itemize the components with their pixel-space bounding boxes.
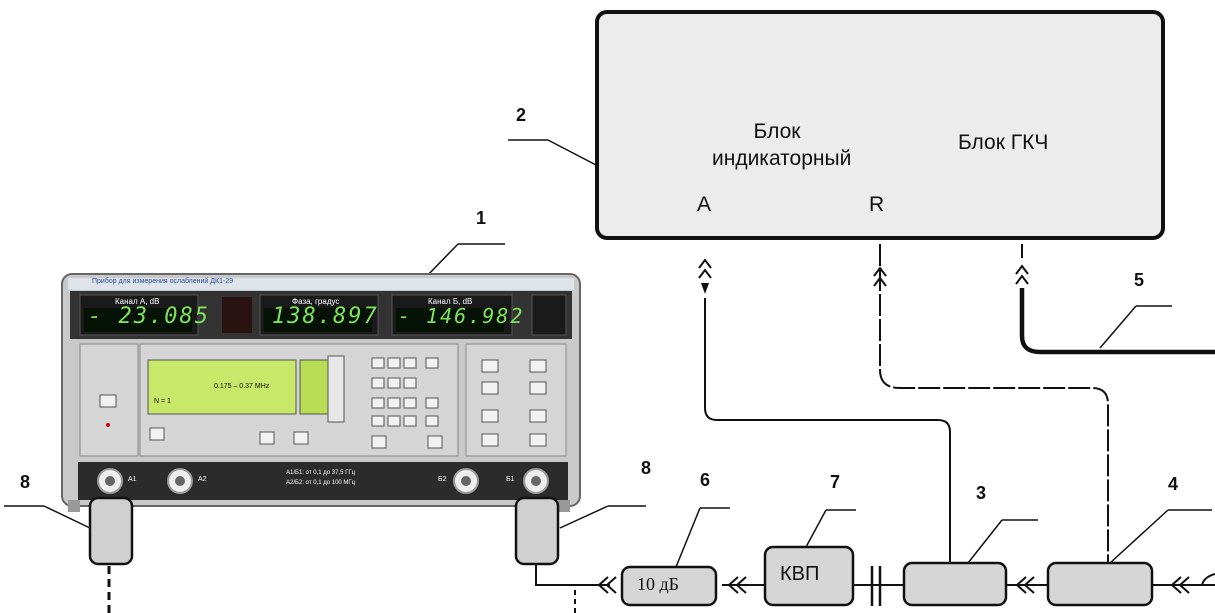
channel-b-value: - 146.982	[398, 304, 525, 328]
adapter-left	[88, 496, 134, 566]
freq-line2: А2/Б2: от 0,1 до 100 МГц	[286, 480, 356, 486]
range-text: 0.175 – 0.37 MHz	[214, 383, 270, 390]
main-block	[595, 10, 1165, 240]
kvp-block	[763, 545, 855, 607]
callout-4: 4	[1168, 474, 1179, 494]
callout-6: 6	[700, 470, 711, 490]
instrument-title: Прибор для измерения ослаблений ДК1-29	[92, 278, 234, 285]
phase-label: Фаза, градус	[292, 297, 340, 306]
instrument-dk1-29	[61, 273, 581, 512]
phase-value: 138.897	[272, 304, 379, 329]
indicator-label-line2: индикаторный	[712, 147, 852, 170]
adapter-right	[514, 496, 560, 566]
attenuator-label: 10 дБ	[637, 574, 679, 594]
callout-8-right: 8	[641, 458, 652, 478]
kvp-label: КВП	[780, 563, 820, 585]
callout-8-left: 8	[20, 472, 31, 492]
freq-line1: А1/Б1: от 0,1 до 37,5 ГГц	[286, 470, 356, 476]
channel-a-value: - 23.085	[88, 304, 210, 329]
port-b2-label: Б2	[438, 476, 447, 483]
coupler-4	[1046, 561, 1154, 607]
port-a2-label: А2	[198, 476, 207, 483]
port-a-label: А	[697, 193, 712, 216]
coupler-3	[902, 561, 1008, 607]
attenuator-10db	[620, 565, 718, 607]
n-text: N = 1	[154, 398, 171, 405]
gkch-block-label: Блок ГКЧ	[958, 131, 1049, 154]
channel-b-label: Канал Б, dB	[428, 297, 473, 306]
port-r-label: R	[869, 193, 885, 216]
indicator-label-line1: Блок	[753, 120, 801, 143]
port-b1-label: Б1	[506, 476, 515, 483]
port-a1-label: А1	[128, 476, 137, 483]
callout-1: 1	[476, 208, 487, 228]
channel-a-label: Канал А, dB	[115, 297, 160, 306]
callout-5: 5	[1134, 270, 1145, 290]
indicator-block-label: Блок индикаторный	[712, 118, 852, 172]
callout-3: 3	[976, 483, 987, 503]
callout-7: 7	[830, 472, 841, 492]
callout-2: 2	[516, 105, 527, 125]
